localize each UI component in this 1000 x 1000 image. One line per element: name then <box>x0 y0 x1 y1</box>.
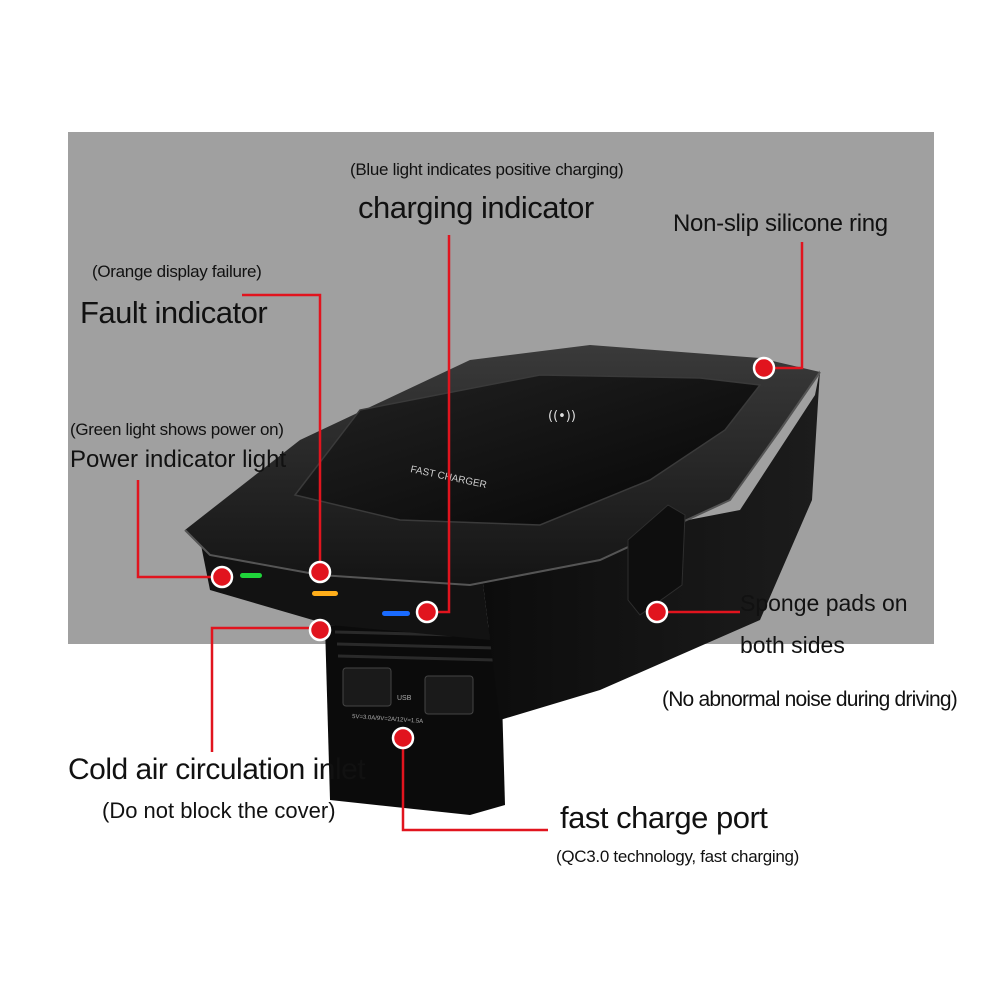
wireless-symbol-icon: ((•)) <box>548 409 576 424</box>
callout-line-cold-air <box>210 626 320 752</box>
cold-air-note: (Do not block the cover) <box>102 798 336 823</box>
callout-dot-power <box>210 565 234 589</box>
usb-port-left <box>342 667 392 707</box>
usb-label: USB <box>397 695 412 702</box>
sponge-pads-line2: both sides <box>740 632 845 658</box>
callout-dot-port <box>391 726 415 750</box>
led-blue <box>382 611 410 616</box>
callout-dot-charging <box>415 600 439 624</box>
callout-line-fault <box>242 293 322 570</box>
fault-indicator-title: Fault indicator <box>80 295 268 330</box>
fault-indicator-note: (Orange display failure) <box>92 262 262 281</box>
callout-line-power <box>136 480 222 579</box>
callout-line-port <box>401 738 548 832</box>
fast-charge-port-note: (QC3.0 technology, fast charging) <box>556 847 800 866</box>
callout-dot-fault <box>308 560 332 584</box>
led-orange <box>312 591 338 596</box>
callout-dot-cold-air <box>308 618 332 642</box>
port-spec-label: 5V=3.0A/9V=2A/12V=1.5A <box>352 714 423 725</box>
charging-indicator-title: charging indicator <box>358 190 594 225</box>
led-green <box>240 573 262 578</box>
power-indicator-title: Power indicator light <box>70 446 287 473</box>
charging-indicator-note: (Blue light indicates positive charging) <box>350 160 624 179</box>
usb-port-right <box>424 675 474 715</box>
sponge-pads-note: (No abnormal noise during driving) <box>662 688 958 711</box>
silicone-ring-title: Non-slip silicone ring <box>673 210 888 237</box>
sponge-pad <box>627 504 686 616</box>
device-rim <box>184 371 821 587</box>
fast-charge-port-title: fast charge port <box>560 800 768 835</box>
sponge-pads-line1: Sponge pads on <box>740 590 908 616</box>
callout-dot-sponge <box>645 600 669 624</box>
power-indicator-note: (Green light shows power on) <box>70 420 284 439</box>
callout-line-silicone <box>765 242 804 370</box>
cold-air-title: Cold air circulation inlet <box>68 753 366 786</box>
callout-dot-silicone <box>752 356 776 380</box>
